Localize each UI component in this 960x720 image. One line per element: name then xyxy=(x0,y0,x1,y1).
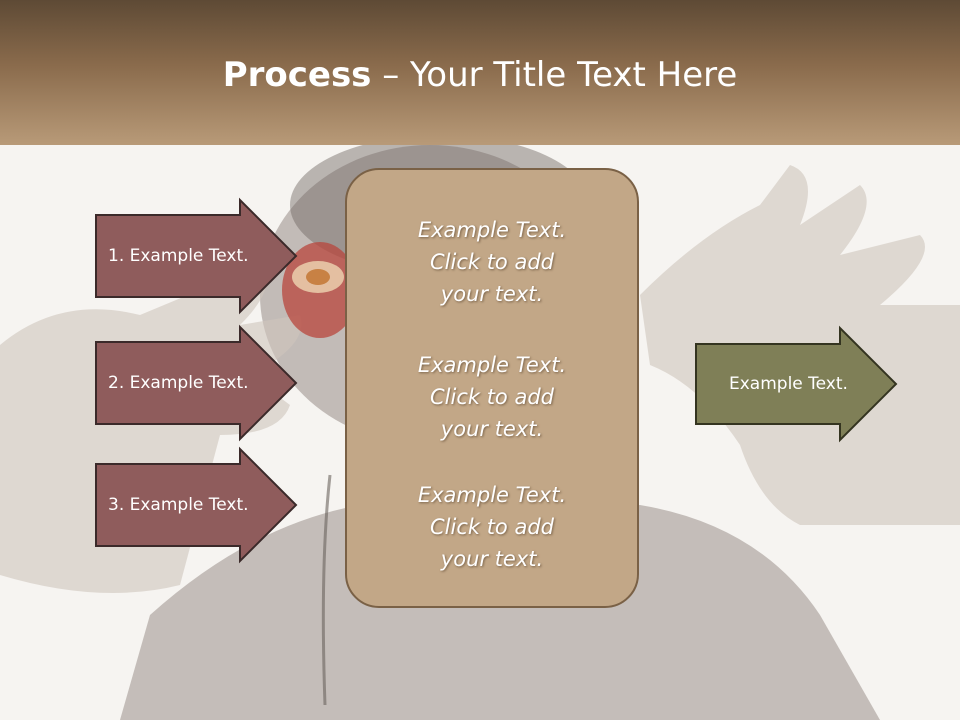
text-line: your text. xyxy=(440,417,544,441)
page-title[interactable]: Process – Your Title Text Here xyxy=(0,52,960,98)
title-bold-text: Process xyxy=(222,55,372,95)
left-arrow-3[interactable] xyxy=(95,446,298,564)
text-line: your text. xyxy=(440,547,544,571)
text-block-2[interactable]: Example Text. Click to add your text. xyxy=(347,349,637,445)
left-arrow-2[interactable] xyxy=(95,324,298,442)
text-line: Click to add xyxy=(429,515,554,539)
text-line: Click to add xyxy=(429,250,554,274)
left-arrow-1[interactable] xyxy=(95,197,298,315)
text-line: Example Text. xyxy=(417,353,567,377)
text-block-1[interactable]: Example Text. Click to add your text. xyxy=(347,214,637,310)
text-line: Click to add xyxy=(429,385,554,409)
title-bar xyxy=(0,0,960,145)
center-text-box[interactable]: Example Text. Click to add your text. Ex… xyxy=(345,168,639,608)
left-arrow-3-label: 3. Example Text. xyxy=(108,495,249,515)
text-block-3[interactable]: Example Text. Click to add your text. xyxy=(347,479,637,575)
text-line: Example Text. xyxy=(417,483,567,507)
text-line: Example Text. xyxy=(417,218,567,242)
text-line: your text. xyxy=(440,282,544,306)
right-arrow-label: Example Text. xyxy=(729,374,848,394)
right-arrow[interactable] xyxy=(695,325,898,443)
left-arrow-2-label: 2. Example Text. xyxy=(108,373,249,393)
title-rest-text: – Your Title Text Here xyxy=(371,55,738,95)
left-arrow-1-label: 1. Example Text. xyxy=(108,246,249,266)
